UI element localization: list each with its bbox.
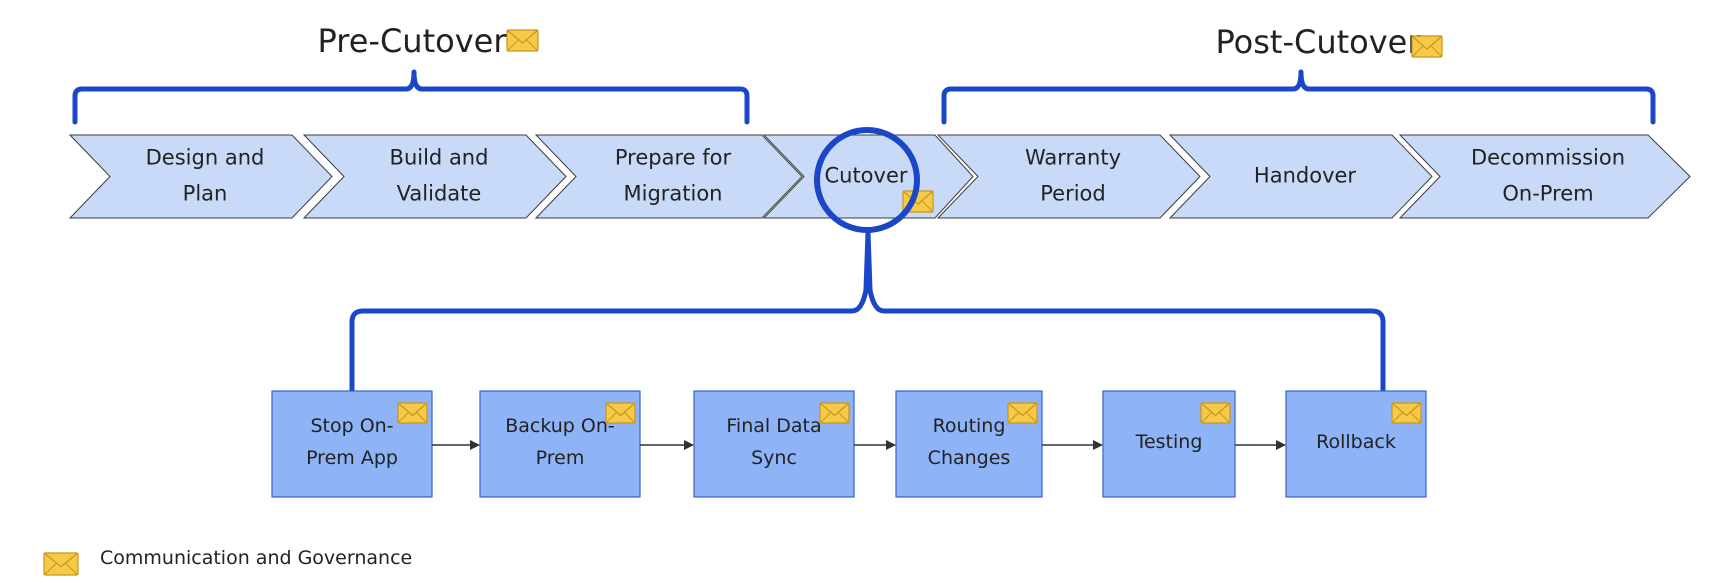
phase-label-line: Build and [390,146,489,170]
step-label-line: Stop On- [310,415,393,437]
envelope-icon [397,402,428,424]
envelope-icon [605,402,636,424]
phase-label-line: Migration [623,182,722,206]
phase-chevron: Cutover [762,134,974,219]
pre-cutover-title: Pre-Cutover [318,22,508,60]
phase-label-line: Period [1040,182,1105,206]
envelope-icon [43,552,79,576]
step-label-line: Changes [928,447,1011,469]
phase-label-line: Validate [397,182,482,206]
step-label-line: Final Data [726,415,821,437]
cutover-step-row: Stop On- Prem App Backup On- Prem Final Data… [271,390,1427,498]
post-cutover-bracket [941,69,1656,125]
post-cutover-title: Post-Cutover [1215,23,1421,61]
envelope-icon [819,402,850,424]
phase-chevron: Handover [1168,134,1433,219]
phase-label-line: Design and [146,146,265,170]
envelope-icon [1200,402,1231,424]
step-label-line: Prem [536,447,585,469]
cutover-step: Backup On- Prem [479,390,641,498]
step-label-line: Prem App [306,447,398,469]
step-label-line: Routing [933,415,1006,437]
legend-label: Communication and Governance [100,547,412,569]
cutover-step: Testing [1102,390,1236,498]
phase-label-line: Cutover [824,164,907,188]
phase-label-line: Warranty [1025,146,1121,170]
envelope-icon [1391,402,1422,424]
phase-label-line: Decommission [1471,146,1625,170]
legend: Communication and Governance [43,547,412,576]
phase-label-line: Handover [1254,164,1356,188]
phase-label-line: Plan [183,182,228,206]
pre-cutover-bracket [72,69,750,125]
envelope-icon [506,29,539,52]
step-label-line: Backup On- [505,415,615,437]
phase-label-line: On-Prem [1502,182,1593,206]
envelope-icon [1411,35,1443,58]
step-label-line: Sync [751,447,797,469]
step-label-line: Rollback [1316,431,1396,453]
phase-label-line: Prepare for [615,146,732,170]
cutover-step: Stop On- Prem App [271,390,433,498]
envelope-icon [1007,402,1038,424]
cutover-step: Rollback [1285,390,1427,498]
step-label-line: Testing [1135,431,1203,453]
cutover-steps-bracket [349,229,1386,395]
